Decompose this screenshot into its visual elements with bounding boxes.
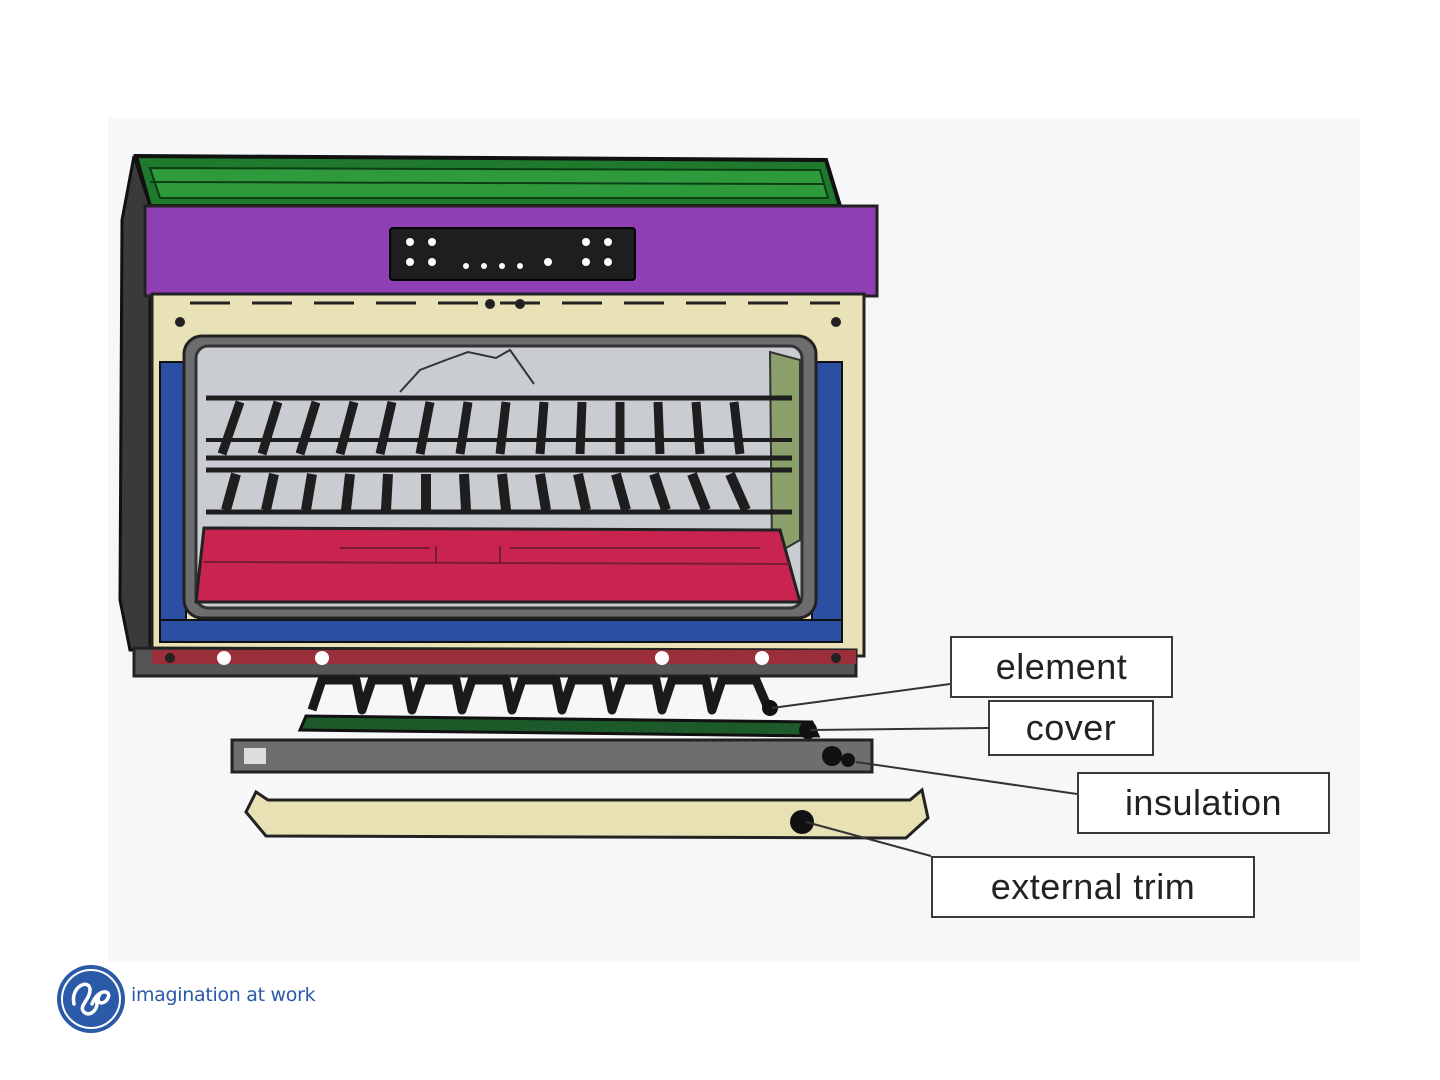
element-cover xyxy=(300,716,818,739)
callout-insulation: insulation xyxy=(1077,772,1330,834)
left-blue-rail xyxy=(160,362,186,628)
external-trim xyxy=(246,790,928,838)
bottom-blue-rail xyxy=(160,620,842,642)
callout-element: element xyxy=(950,636,1173,698)
control-panel-purple xyxy=(145,206,877,296)
tagline: imagination at work xyxy=(131,984,315,1006)
cavity-floor-red xyxy=(196,528,800,602)
ge-monogram-icon xyxy=(56,964,126,1034)
oven-base xyxy=(134,648,856,676)
callout-cover: cover xyxy=(988,700,1154,756)
insulation xyxy=(232,740,872,772)
oven-top-green xyxy=(136,156,840,206)
bake-element xyxy=(312,680,778,716)
callout-external-trim: external trim xyxy=(931,856,1255,918)
